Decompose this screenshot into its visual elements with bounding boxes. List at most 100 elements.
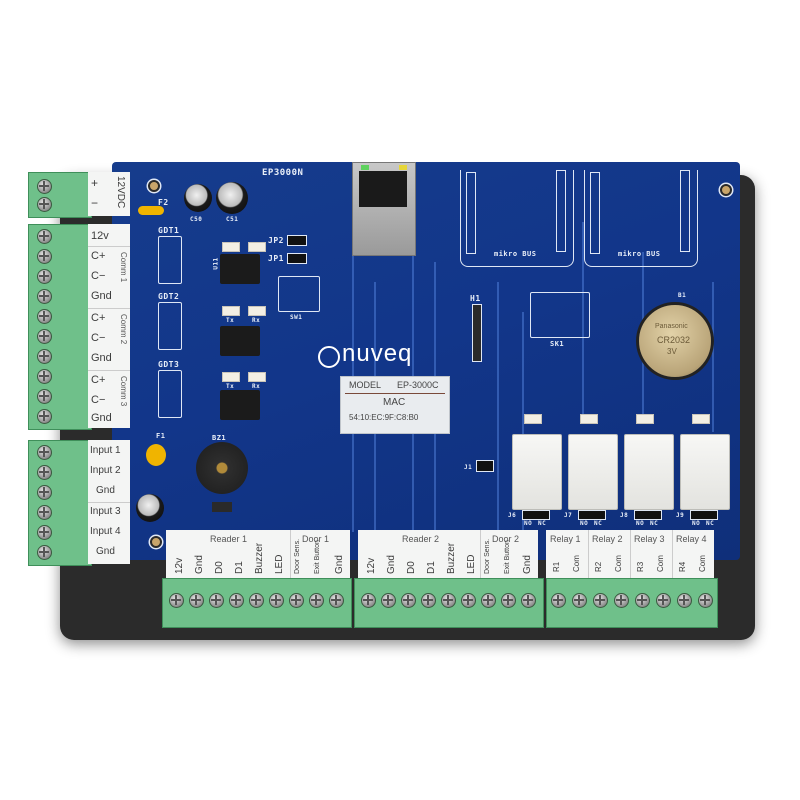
- relay-led-d8: [580, 414, 598, 424]
- jumper-jp2[interactable]: [287, 235, 307, 246]
- relay1-group-label: Relay 1: [550, 534, 581, 544]
- tx-label: Tx: [226, 317, 235, 324]
- screw-terminal[interactable]: [677, 593, 692, 608]
- screw-terminal-plus[interactable]: [37, 179, 52, 194]
- sk1-label: SK1: [550, 340, 565, 348]
- screw-terminal[interactable]: [461, 593, 476, 608]
- screw-terminal[interactable]: [656, 593, 671, 608]
- comm3-cminus: C−: [91, 394, 106, 406]
- mac-value: 54:10:EC:9F:C8:B0: [349, 413, 419, 422]
- door1-pin-exit-button: Exit Button: [314, 540, 321, 574]
- jumper-j1[interactable]: [476, 460, 494, 472]
- trace: [352, 202, 354, 532]
- tx-label: Tx: [226, 383, 235, 390]
- power-group-label: 12VDC: [115, 176, 126, 209]
- screw-terminal[interactable]: [37, 309, 52, 324]
- comm-terminal-block: [28, 224, 92, 430]
- screw-terminal[interactable]: [551, 593, 566, 608]
- screw-terminal[interactable]: [37, 249, 52, 264]
- screw-terminal[interactable]: [37, 369, 52, 384]
- model-value: EP-3000C: [397, 380, 439, 390]
- screw-terminal[interactable]: [381, 593, 396, 608]
- comm1-cplus: C+: [91, 250, 106, 262]
- screw-terminal[interactable]: [698, 593, 713, 608]
- screw-terminal[interactable]: [209, 593, 224, 608]
- comm2-group-label: Comm 2: [119, 314, 128, 345]
- power-terminal-block: [28, 172, 92, 218]
- reader2-label-panel: Reader 2 Door 2 12v Gnd D0 D1 Buzzer LED…: [358, 530, 538, 578]
- comm2-cminus: C−: [91, 332, 106, 344]
- relay-4-jumper[interactable]: [690, 510, 718, 520]
- switch-sw1-outline: [278, 276, 320, 312]
- screw-terminal[interactable]: [37, 229, 52, 244]
- reader1-pin-buzzer: Buzzer: [254, 542, 265, 574]
- input-label-panel: Input 1 Input 2 Gnd Input 3 Input 4 Gnd: [88, 440, 130, 564]
- screw-terminal[interactable]: [37, 269, 52, 284]
- mikrobus-1-header-left: [466, 172, 476, 254]
- comm3-cplus: C+: [91, 374, 106, 386]
- screw-terminal[interactable]: [269, 593, 284, 608]
- door2-pin-exit-button: Exit Button: [504, 540, 511, 574]
- mikrobus-1-header-right: [556, 170, 566, 252]
- screw-terminal[interactable]: [37, 329, 52, 344]
- divider: [672, 530, 673, 578]
- gdt3-outline: [158, 370, 182, 418]
- screw-terminal[interactable]: [37, 525, 52, 540]
- screw-terminal[interactable]: [329, 593, 344, 608]
- screw-terminal[interactable]: [289, 593, 304, 608]
- screw-terminal[interactable]: [401, 593, 416, 608]
- screw-terminal[interactable]: [614, 593, 629, 608]
- input-gnd-1-label: Gnd: [96, 485, 115, 496]
- ethernet-port[interactable]: [352, 162, 416, 256]
- screw-terminal[interactable]: [37, 289, 52, 304]
- relay-2-jumper[interactable]: [578, 510, 606, 520]
- relay-1-jumper-label: J6: [508, 512, 517, 519]
- screw-terminal[interactable]: [37, 349, 52, 364]
- activity-led: [399, 165, 407, 170]
- gdt2-label: GDT2: [158, 292, 180, 301]
- power-label-panel: + − 12VDC: [88, 172, 130, 216]
- screw-terminal[interactable]: [441, 593, 456, 608]
- relay1-pin-r1: R1: [552, 561, 561, 572]
- screw-terminal[interactable]: [421, 593, 436, 608]
- battery-voltage: 3V: [667, 347, 677, 356]
- input-1-label: Input 1: [90, 445, 121, 456]
- jumper-jp1[interactable]: [287, 253, 307, 264]
- screw-terminal[interactable]: [593, 593, 608, 608]
- relay-1-jumper[interactable]: [522, 510, 550, 520]
- screw-terminal[interactable]: [37, 505, 52, 520]
- relay-1-nc: NC: [538, 520, 547, 527]
- gdt3-label: GDT3: [158, 360, 180, 369]
- screw-terminal[interactable]: [37, 465, 52, 480]
- relay-3-jumper[interactable]: [634, 510, 662, 520]
- screw-terminal[interactable]: [361, 593, 376, 608]
- screw-terminal[interactable]: [229, 593, 244, 608]
- comm3-group-label: Comm 3: [119, 376, 128, 407]
- led-d14: [222, 242, 240, 252]
- capacitor-c50: [184, 184, 212, 212]
- screw-terminal[interactable]: [37, 409, 52, 424]
- relay-3-jumper-label: J8: [620, 512, 629, 519]
- battery-brand: Panasonic: [655, 323, 688, 330]
- screw-terminal[interactable]: [521, 593, 536, 608]
- screw-terminal-minus[interactable]: [37, 197, 52, 212]
- screw-terminal[interactable]: [635, 593, 650, 608]
- microsd-slot-sk1[interactable]: [530, 292, 590, 338]
- input-3-label: Input 3: [90, 506, 121, 517]
- screw-terminal[interactable]: [37, 545, 52, 560]
- screw-terminal[interactable]: [37, 389, 52, 404]
- screw-terminal[interactable]: [169, 593, 184, 608]
- screw-terminal[interactable]: [481, 593, 496, 608]
- screw-terminal[interactable]: [249, 593, 264, 608]
- mikrobus-2-header-right: [680, 170, 690, 252]
- screw-terminal[interactable]: [572, 593, 587, 608]
- screw-terminal[interactable]: [309, 593, 324, 608]
- screw-terminal[interactable]: [501, 593, 516, 608]
- relay-1: [512, 434, 562, 510]
- screw-terminal[interactable]: [37, 485, 52, 500]
- j1-label: J1: [464, 464, 473, 471]
- relay4-pin-com: Com: [698, 555, 707, 572]
- screw-terminal[interactable]: [37, 445, 52, 460]
- screw-terminal[interactable]: [189, 593, 204, 608]
- door1-pin-gnd: Gnd: [334, 555, 345, 574]
